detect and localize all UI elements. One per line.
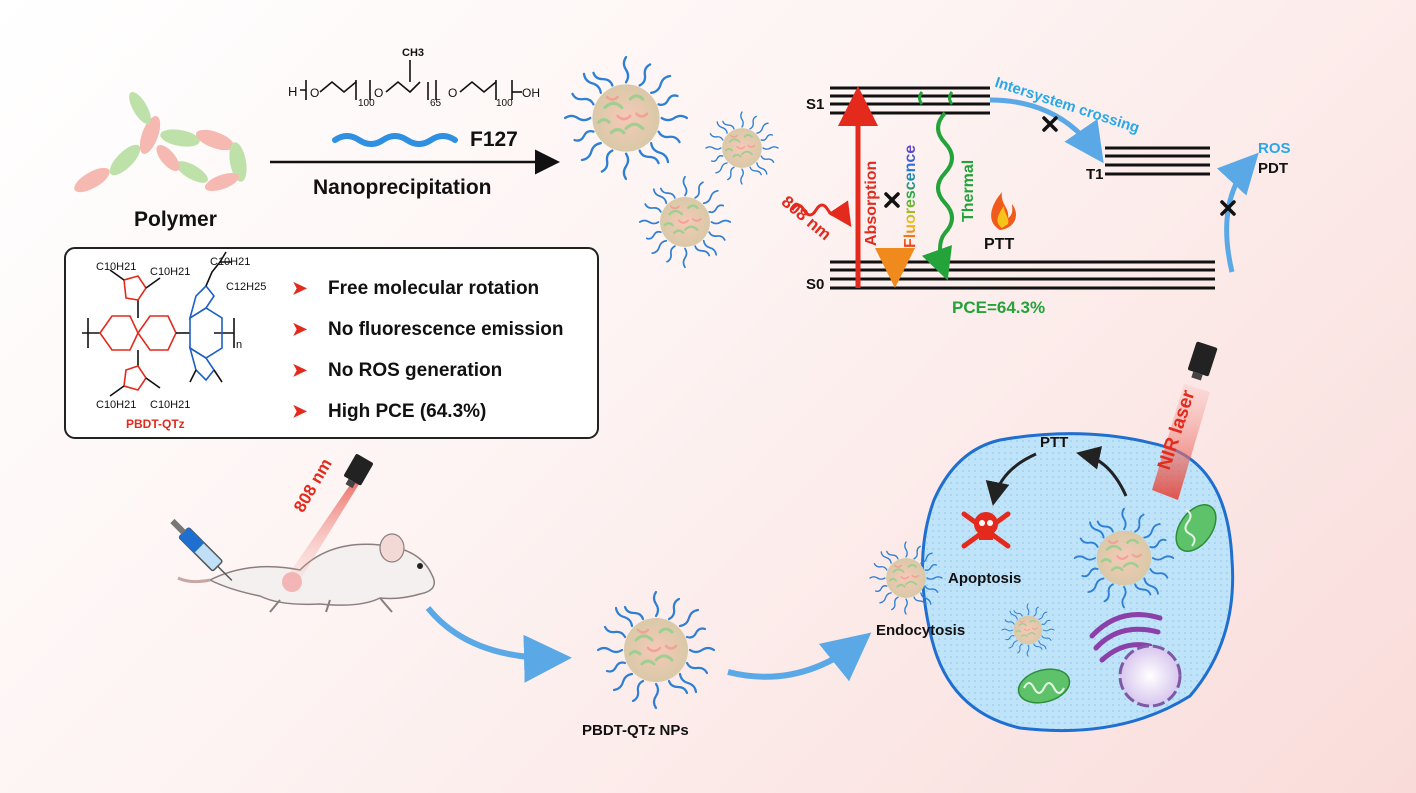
sidechain-6: C10H21 xyxy=(150,399,190,411)
laser-device-icon xyxy=(1188,341,1218,381)
thermal-label: Thermal xyxy=(960,159,977,222)
peg-o3: O xyxy=(448,86,457,100)
mitochondria-icon xyxy=(1017,668,1071,704)
flow-arrow-2 xyxy=(727,632,872,682)
peg-o2: O xyxy=(374,86,383,100)
peg-n65: 65 xyxy=(430,98,442,109)
chevron-right-icon: ➤ xyxy=(292,401,308,421)
pce-label: PCE=64.3% xyxy=(952,298,1046,317)
thermal-arrow xyxy=(921,111,954,281)
ptt-arrow-out xyxy=(985,452,1037,506)
laser-device-icon xyxy=(344,454,373,489)
s1-label: S1 xyxy=(806,96,825,113)
peg-h: H xyxy=(288,84,297,99)
flame-icon xyxy=(991,192,1016,230)
laser-wave-808 xyxy=(790,200,852,227)
fluorescence-label: Fluorescence xyxy=(902,144,919,248)
chevron-right-icon: ➤ xyxy=(292,278,308,298)
peg-ch3: CH3 xyxy=(402,47,424,59)
peg-o1: O xyxy=(310,86,319,100)
ptt-label-bottom: PTT xyxy=(1040,434,1069,451)
f127-structure xyxy=(300,60,522,100)
structure-box xyxy=(64,247,599,439)
nanoparticle-medium xyxy=(638,175,732,269)
mouse-illustration xyxy=(177,533,435,613)
sidechain-2: C10H21 xyxy=(150,266,190,278)
mitochondria-icon xyxy=(1175,504,1217,552)
t1-label: T1 xyxy=(1086,166,1104,183)
s0-label: S0 xyxy=(806,276,825,293)
jablonski-levels xyxy=(830,86,1215,290)
vib-relax-2 xyxy=(948,91,954,105)
sidechain-5: C10H21 xyxy=(96,399,136,411)
nps-label: PBDT-QTz NPs xyxy=(582,722,689,739)
polymer-label: Polymer xyxy=(134,208,217,231)
f127-wave xyxy=(332,133,458,147)
nanoparticle-large xyxy=(563,55,689,181)
feature-item: ➤No ROS generation xyxy=(292,359,503,381)
peg-n100-a: 100 xyxy=(358,98,375,109)
sidechain-3: C10H21 xyxy=(210,256,250,268)
flow-arrow-1 xyxy=(425,606,572,683)
laser-beam-808 xyxy=(286,476,364,580)
feature-item: ➤No fluorescence emission xyxy=(292,318,564,340)
f127-label: F127 xyxy=(470,128,518,151)
skull-icon xyxy=(961,511,1011,549)
feature-item: ➤Free molecular rotation xyxy=(292,277,540,299)
absorption-label: Absorption xyxy=(863,160,880,246)
chevron-right-icon: ➤ xyxy=(292,319,308,339)
endocytosis-label: Endocytosis xyxy=(876,622,966,639)
pdt-label: PDT xyxy=(1258,160,1288,177)
repeat-n: n xyxy=(236,339,242,351)
sidechain-1: C10H21 xyxy=(96,261,136,273)
chevron-right-icon: ➤ xyxy=(292,360,308,380)
nanoprecipitation-label: Nanoprecipitation xyxy=(313,176,492,199)
ros-label: ROS xyxy=(1258,140,1291,157)
ptt-arrow-in xyxy=(1076,446,1128,497)
vesicle-icon xyxy=(1118,644,1182,708)
nanoparticle-nps xyxy=(596,590,716,710)
vib-relax-1 xyxy=(918,91,924,105)
feature-item: ➤High PCE (64.3%) xyxy=(292,400,487,422)
peg-n100-b: 100 xyxy=(496,98,513,109)
peg-oh: OH xyxy=(522,86,540,100)
ros-arrow xyxy=(1216,152,1259,273)
structure-name: PBDT-QTz xyxy=(126,417,185,431)
syringe-icon xyxy=(170,518,233,581)
blocked-marks xyxy=(884,116,1236,216)
nanoparticle-small xyxy=(705,111,779,185)
isc-arrow xyxy=(989,97,1104,164)
feature-list: ➤Free molecular rotation ➤No fluorescenc… xyxy=(292,268,563,432)
sidechain-4: C12H25 xyxy=(226,281,266,293)
pbdt-qtz-structure xyxy=(82,251,235,397)
nir-laser-beam xyxy=(1152,384,1210,500)
polymer-chain xyxy=(74,92,247,193)
apoptosis-label: Apoptosis xyxy=(948,570,1022,587)
ptt-label-top: PTT xyxy=(984,236,1015,253)
